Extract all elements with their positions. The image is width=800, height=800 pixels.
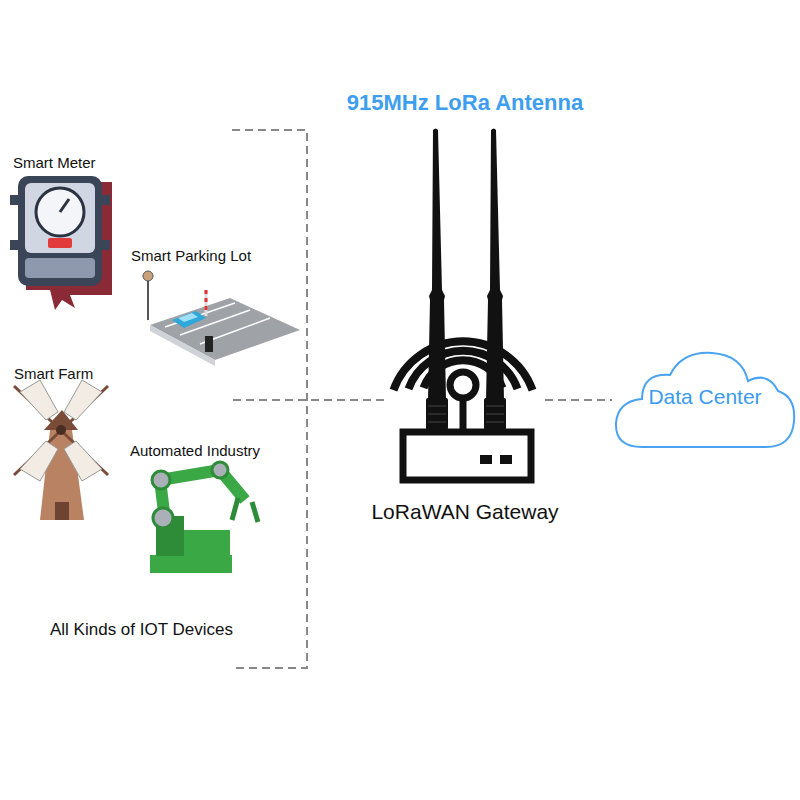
- router-body: [403, 432, 531, 480]
- gateway-icon: [385, 275, 545, 525]
- diagram-title: 915MHz LoRa Antenna: [300, 90, 630, 116]
- device-label: All Kinds of IOT Devices: [50, 620, 233, 640]
- hub-stem: [460, 398, 467, 432]
- router-led: [500, 455, 512, 464]
- smart-parking-icon: [143, 271, 300, 366]
- node-text: LoRaWAN Gateway: [365, 500, 565, 524]
- signal-hub: [450, 372, 476, 398]
- router-led: [480, 455, 492, 464]
- bracket-line: [232, 130, 307, 668]
- smart-meter-icon: [10, 176, 112, 310]
- node-text: Data Center: [592, 385, 800, 409]
- antennas: [426, 129, 506, 431]
- gateway-node: LoRaWAN Gateway: [385, 275, 545, 525]
- cloud-node: Data Center: [612, 345, 798, 455]
- device-bracket: [232, 130, 385, 668]
- device-label: Smart Farm: [14, 365, 93, 382]
- device-label: Smart Parking Lot: [131, 247, 251, 264]
- robot-arm-icon: [150, 462, 258, 573]
- device-label: Smart Meter: [13, 154, 96, 171]
- bracket-link: [233, 399, 385, 401]
- windmill-icon: [14, 380, 108, 520]
- dashed-connector: [545, 399, 612, 401]
- device-label: Automated Industry: [130, 442, 260, 459]
